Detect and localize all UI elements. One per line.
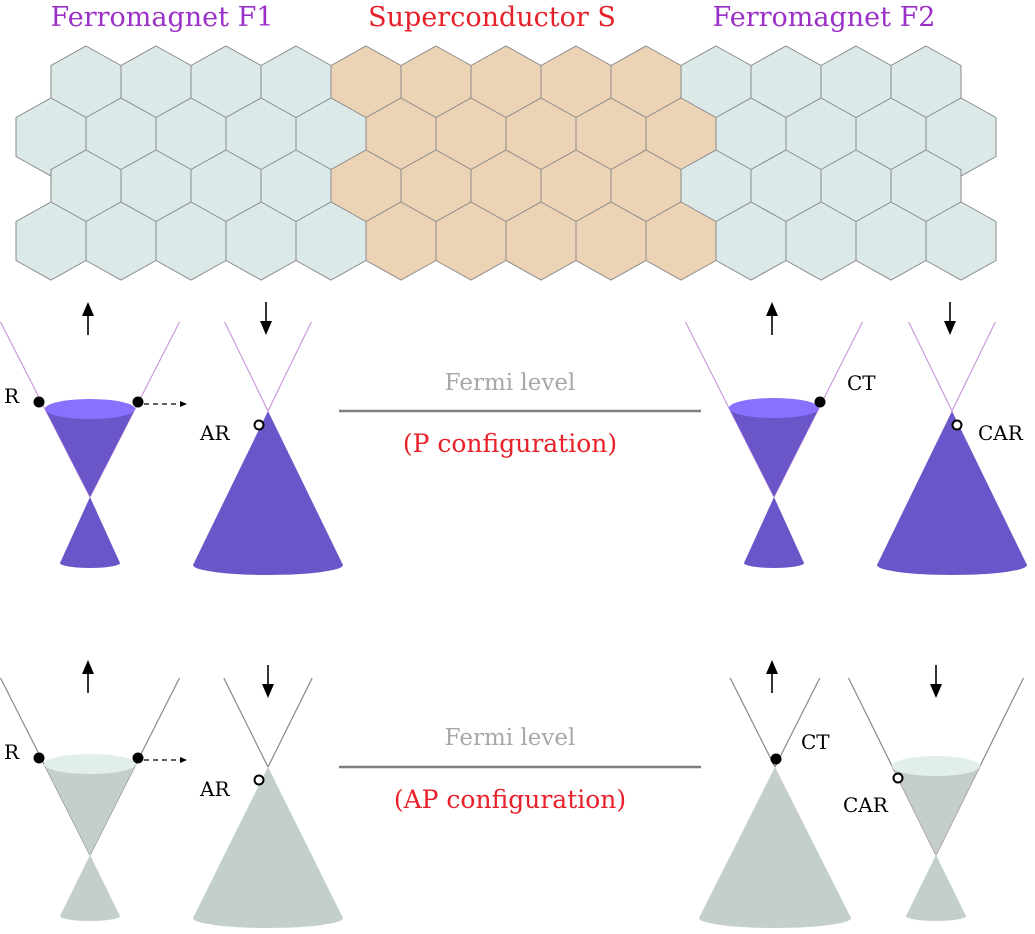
p-f2-down-guide-right [951,321,996,412]
ap-f1-down-cone [193,767,343,918]
ap-ar-hole-dot [253,774,265,786]
p-f2-down-cone [877,411,1027,565]
ap-f2-down-fermi-disc [892,756,980,776]
ap-label-car: CAR [843,793,889,817]
ap-configuration-panel [0,660,1025,928]
ap-f1-up-lower-base [60,911,120,921]
down-arrow-icon [262,684,274,698]
ap-label-ar: AR [199,777,230,801]
up-arrow-icon [766,302,778,316]
p-label-ct: CT [847,371,876,395]
hexagonal-lattice [15,45,997,281]
p-f1-up-lower-cone [60,497,120,563]
ap-label-r: R [4,740,20,764]
p-f1-up-lower-base [60,558,120,568]
ap-r-electron-dot [33,752,45,764]
ap-transmitted-electron-dot [132,752,144,764]
p-fermi-level-label: Fermi level [445,370,576,396]
p-transmitted-electron-dot [132,396,144,408]
up-arrow-icon [82,660,94,674]
f1-title: Ferromagnet F1 [50,2,273,33]
p-f2-up-fermi-disc [729,398,819,418]
p-f2-down-cone-base [877,555,1027,575]
p-label-ar: AR [199,421,230,445]
p-f2-up-lower-base [744,558,804,568]
ap-f1-down-guide-right [267,677,313,768]
ap-f2-up-guide-left [729,677,776,768]
p-f1-down-cone [193,411,343,565]
p-ct-electron-dot [814,396,826,408]
p-f2-down-guide-left [908,321,953,412]
f2-title: Ferromagnet F2 [712,2,935,33]
p-f1-down-guide-right [267,321,312,412]
ap-ct-electron-dot [770,753,782,765]
superconductor-title: Superconductor S [368,2,616,33]
ap-fermi-level-label: Fermi level [445,725,576,751]
p-f2-up-lower-cone [744,497,804,563]
ferromagnet-hex [925,201,997,281]
ap-f2-up-cone [699,767,851,918]
p-f2-up-upper-cone [729,408,819,497]
p-f1-up-fermi-disc [45,399,135,419]
p-ar-hole-dot [253,419,265,431]
down-arrow-icon [260,321,272,335]
ap-f2-up-guide-right [774,677,821,768]
ap-car-hole-dot [892,772,904,784]
ap-f1-up-lower-cone [60,855,120,916]
ap-f1-down-guide-left [223,677,269,768]
ap-f1-up-upper-cone [44,764,136,855]
ap-label-ct: CT [801,730,830,754]
ap-f2-down-lower-cone [906,855,966,916]
down-arrow-icon [930,684,942,698]
ap-f2-down-upper-cone [892,766,980,855]
p-f1-up-upper-cone [45,409,135,497]
down-arrow-icon [944,321,956,335]
ap-f2-up-cone-base [699,908,851,928]
ap-f1-down-cone-base [193,908,343,928]
p-f1-down-guide-left [224,321,269,412]
ap-f1-up-fermi-disc [44,754,136,774]
ap-f2-down-lower-base [906,911,966,921]
up-arrow-icon [82,302,94,316]
p-configuration-panel [0,302,1027,575]
ap-configuration-label: (AP configuration) [394,785,626,814]
p-r-electron-dot [33,396,45,408]
p-label-r: R [4,384,20,408]
p-label-car: CAR [978,421,1024,445]
p-f1-down-cone-base [193,555,343,575]
p-configuration-label: (P configuration) [403,429,617,458]
up-arrow-icon [766,660,778,674]
p-car-hole-dot [951,419,963,431]
